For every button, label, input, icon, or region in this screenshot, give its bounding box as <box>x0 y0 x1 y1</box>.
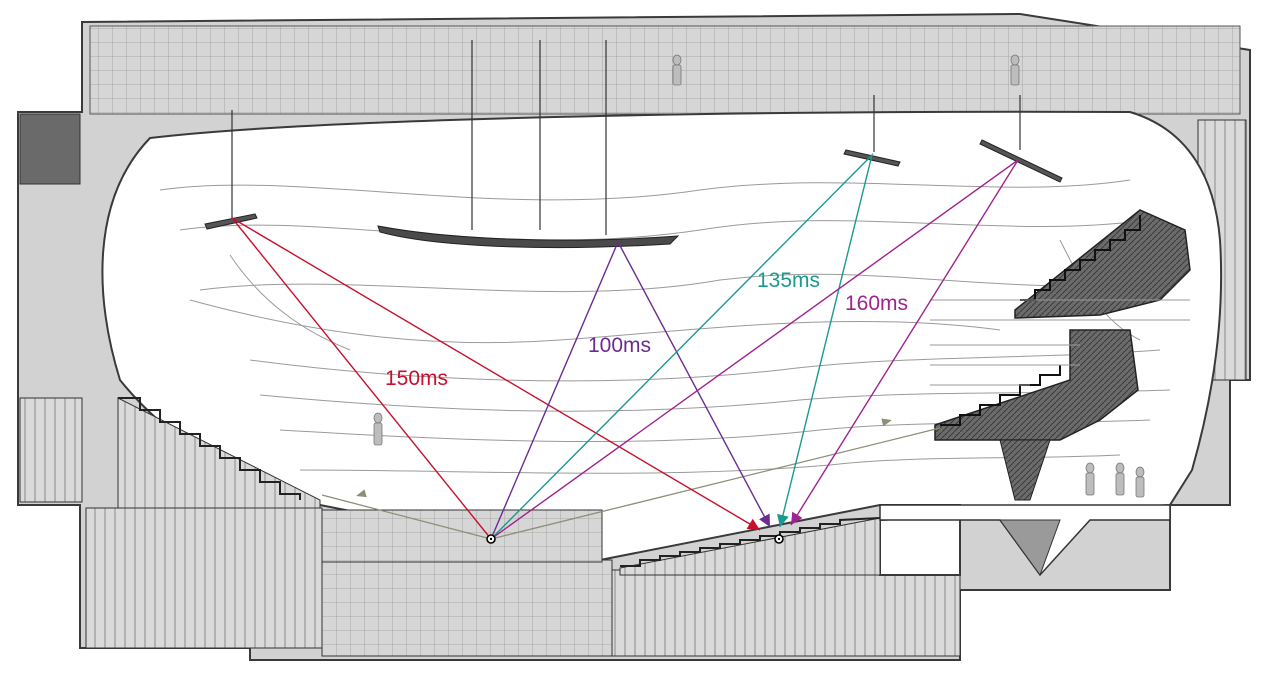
receiver-marker-icon <box>774 534 784 544</box>
ray-150ms <box>231 217 761 540</box>
delay-label-135ms: 135ms <box>757 269 820 292</box>
left-stair-block <box>19 397 83 503</box>
stage-machinery-center <box>321 559 613 657</box>
ceiling-contours <box>159 179 1171 474</box>
technical-attic <box>89 25 1241 115</box>
source-marker-icon <box>486 534 496 544</box>
upper-balcony <box>1014 209 1191 319</box>
upper-balcony-steps <box>1020 215 1141 301</box>
direct-path-left-arrowhead <box>356 489 367 498</box>
ray-150ms-arrowhead <box>746 518 760 530</box>
middle-balcony-steps <box>940 365 1061 426</box>
ray-135ms-arrowhead <box>777 513 789 527</box>
left-tier-steps <box>118 397 301 500</box>
ray-135ms <box>490 152 874 540</box>
rear-lower-balcony-support <box>999 519 1061 577</box>
stage-machinery-left <box>85 507 323 649</box>
direct-path-right-arrowhead <box>881 418 892 427</box>
ray-160ms-arrowhead <box>791 511 803 525</box>
stage-risers <box>321 509 603 563</box>
reflectors <box>204 40 1063 249</box>
main-stalls-steps <box>620 517 881 567</box>
basement-right <box>611 569 961 657</box>
ray-100ms-arrowhead <box>759 513 770 527</box>
ray-100ms <box>490 240 771 540</box>
delay-label-160ms: 160ms <box>845 292 908 315</box>
reflector-panel-right-2 <box>979 139 1063 183</box>
reflector-panel-left <box>204 213 258 230</box>
middle-balcony-column <box>999 439 1051 501</box>
main-stalls <box>619 517 881 576</box>
scale-figures <box>373 54 1145 498</box>
direct-path-right <box>490 427 941 540</box>
direct-sound-paths <box>321 418 941 540</box>
direct-path-left <box>321 494 492 540</box>
seating <box>117 209 1191 577</box>
left-side-block <box>19 113 81 185</box>
canopy-center <box>377 225 680 249</box>
middle-balcony <box>934 329 1139 441</box>
reflector-panel-right-1 <box>843 149 901 167</box>
reflection-rays <box>231 152 1019 540</box>
ray-160ms <box>490 159 1019 540</box>
delay-label-100ms: 100ms <box>588 334 651 357</box>
delay-label-150ms: 150ms <box>385 367 448 390</box>
